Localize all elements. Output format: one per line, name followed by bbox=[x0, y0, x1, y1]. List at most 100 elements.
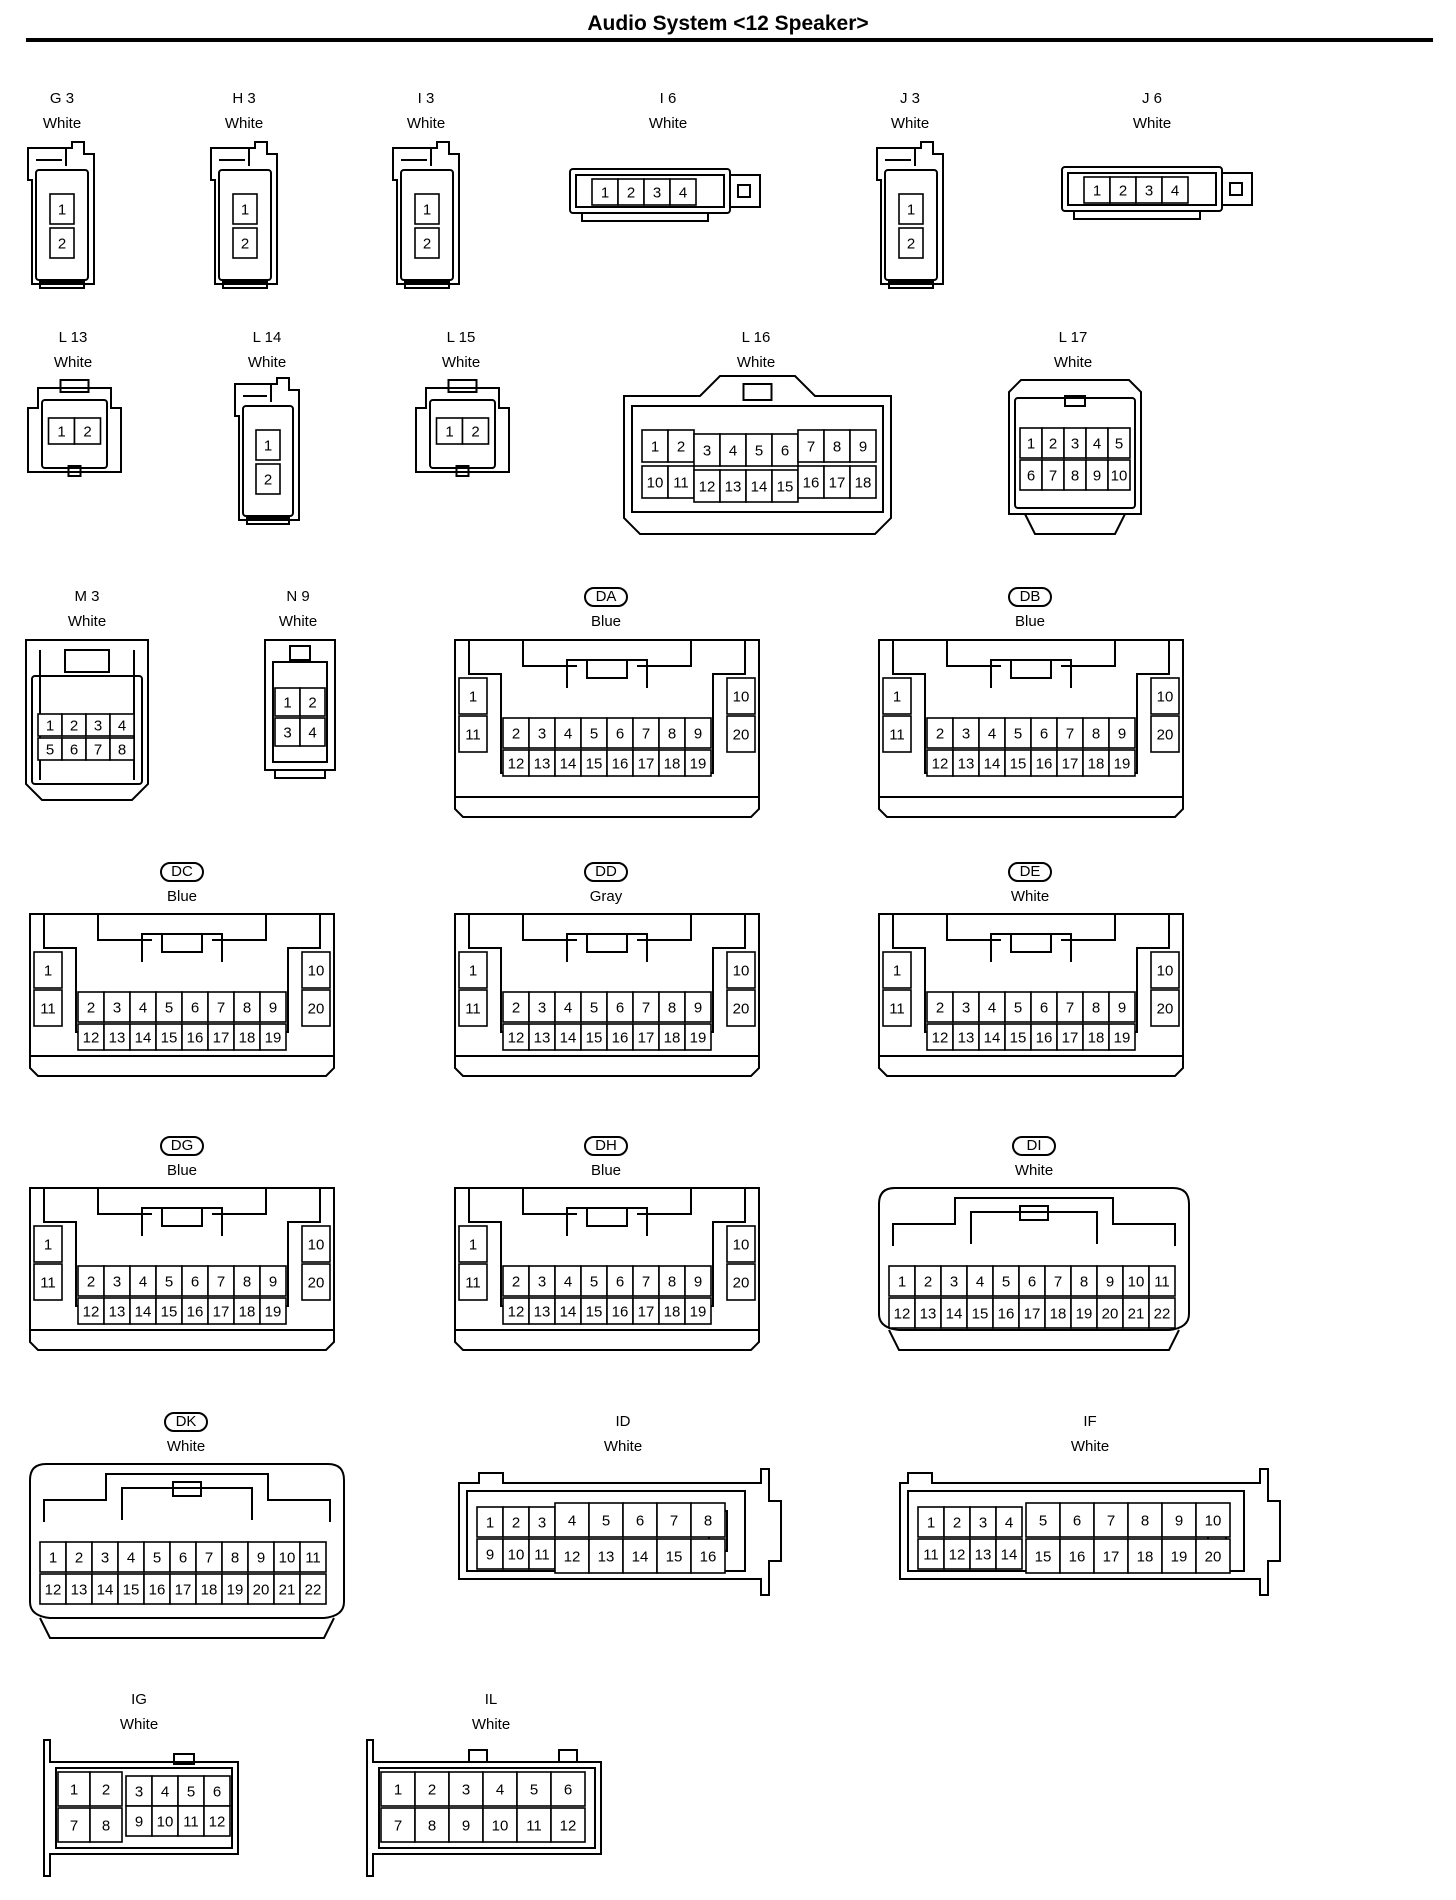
pin-number: 5 bbox=[590, 726, 598, 743]
pin-cell bbox=[301, 951, 331, 989]
pin-number: 4 bbox=[161, 1784, 169, 1801]
pin-number: 12 bbox=[83, 1030, 100, 1047]
latch bbox=[36, 148, 67, 166]
pin-number: 4 bbox=[127, 1550, 135, 1567]
pin-cell bbox=[301, 1225, 331, 1263]
pin-cell bbox=[476, 1506, 504, 1538]
pin-cell bbox=[195, 1541, 223, 1573]
pin-cell bbox=[414, 1771, 450, 1807]
pin-number: 9 bbox=[694, 1000, 702, 1017]
pin-cell bbox=[1148, 1265, 1176, 1297]
pin-number: 3 bbox=[538, 1000, 546, 1017]
pin-cell bbox=[103, 1023, 131, 1051]
housing-inner bbox=[242, 405, 294, 517]
pin-cell bbox=[684, 749, 712, 777]
pin-cell bbox=[129, 991, 157, 1023]
pin-number: 13 bbox=[598, 1549, 615, 1566]
pin-cell bbox=[882, 715, 912, 753]
pin-number: 13 bbox=[109, 1304, 126, 1321]
pin-number: 8 bbox=[243, 1000, 251, 1017]
pin-cell bbox=[207, 1265, 235, 1297]
housing bbox=[878, 639, 1184, 818]
pin-number: 1 bbox=[893, 689, 901, 706]
pin-number: 20 bbox=[308, 1001, 325, 1018]
pin-cell bbox=[77, 1265, 105, 1297]
pin-cell bbox=[797, 429, 825, 463]
pin-number: 19 bbox=[265, 1304, 282, 1321]
latch-frame bbox=[970, 1211, 1098, 1244]
pin-cell bbox=[301, 1263, 331, 1301]
title-rule bbox=[26, 38, 1433, 42]
pin-number: 2 bbox=[471, 424, 479, 441]
pin-cell bbox=[797, 465, 825, 499]
pin-number: 3 bbox=[1145, 183, 1153, 200]
pin-number: 2 bbox=[627, 185, 635, 202]
connector-code-l15: L 15 bbox=[446, 329, 476, 346]
pin-number: 1 bbox=[469, 1237, 477, 1254]
pin-number: 6 bbox=[564, 1782, 572, 1799]
pin-number: 10 bbox=[1157, 689, 1174, 706]
pin-number: 10 bbox=[733, 1237, 750, 1254]
pin-cell bbox=[274, 717, 301, 747]
pin-number: 16 bbox=[149, 1582, 166, 1599]
pin-number: 9 bbox=[135, 1814, 143, 1831]
housing-inner bbox=[892, 1197, 1176, 1246]
pin-number: 5 bbox=[1002, 1274, 1010, 1291]
pin-number: 12 bbox=[508, 1030, 525, 1047]
pin-number: 2 bbox=[423, 236, 431, 253]
pin-cell bbox=[554, 1538, 590, 1574]
pin-number: 5 bbox=[590, 1274, 598, 1291]
pin-cell bbox=[1107, 427, 1131, 459]
pin-cell bbox=[823, 465, 851, 499]
pin-cell bbox=[1195, 1538, 1231, 1574]
connector-code-i3: I 3 bbox=[417, 90, 435, 107]
latch bbox=[243, 384, 272, 402]
pin-number: 2 bbox=[264, 472, 272, 489]
pin-number: 14 bbox=[560, 1030, 577, 1047]
pin-cell bbox=[109, 713, 135, 737]
pin-number: 17 bbox=[1062, 1030, 1079, 1047]
housing-base bbox=[1024, 513, 1126, 535]
pin-number: 2 bbox=[512, 1274, 520, 1291]
pin-number: 13 bbox=[958, 756, 975, 773]
pin-number: 4 bbox=[679, 185, 687, 202]
pin-number: 19 bbox=[690, 1030, 707, 1047]
housing-base bbox=[404, 281, 450, 289]
pin-number: 13 bbox=[725, 479, 742, 496]
pin-number: 13 bbox=[534, 1030, 551, 1047]
pin-cell bbox=[1161, 176, 1189, 204]
pin-number: 9 bbox=[1106, 1274, 1114, 1291]
pin-cell bbox=[49, 193, 75, 225]
connector-code-n9: N 9 bbox=[286, 588, 310, 605]
pin-cell bbox=[91, 1573, 119, 1605]
pin-cell bbox=[669, 178, 697, 206]
pin-cell bbox=[658, 749, 686, 777]
pin-number: 12 bbox=[508, 756, 525, 773]
pin-number: 13 bbox=[534, 1304, 551, 1321]
pin-number: 18 bbox=[239, 1304, 256, 1321]
housing bbox=[29, 913, 335, 1077]
pin-cell bbox=[580, 717, 608, 749]
latch bbox=[885, 148, 916, 166]
latch bbox=[161, 1207, 203, 1227]
connector-code-db: DB bbox=[1008, 587, 1052, 607]
housing-base bbox=[581, 213, 709, 222]
pin-number: 15 bbox=[1010, 756, 1027, 773]
pin-cell bbox=[684, 991, 712, 1023]
pin-number: 6 bbox=[616, 726, 624, 743]
pin-number: 3 bbox=[538, 1515, 546, 1532]
pin-number: 18 bbox=[239, 1030, 256, 1047]
connector-i3: 12 bbox=[392, 141, 460, 289]
pin-number: 2 bbox=[907, 236, 915, 253]
connector-code-if: IF bbox=[1083, 1413, 1097, 1430]
pin-cell bbox=[690, 1502, 726, 1538]
connector-code-id: ID bbox=[615, 1413, 631, 1430]
latch bbox=[1010, 933, 1052, 953]
pin-cell bbox=[1150, 951, 1180, 989]
pin-number: 6 bbox=[1027, 468, 1035, 485]
pin-cell bbox=[458, 715, 488, 753]
